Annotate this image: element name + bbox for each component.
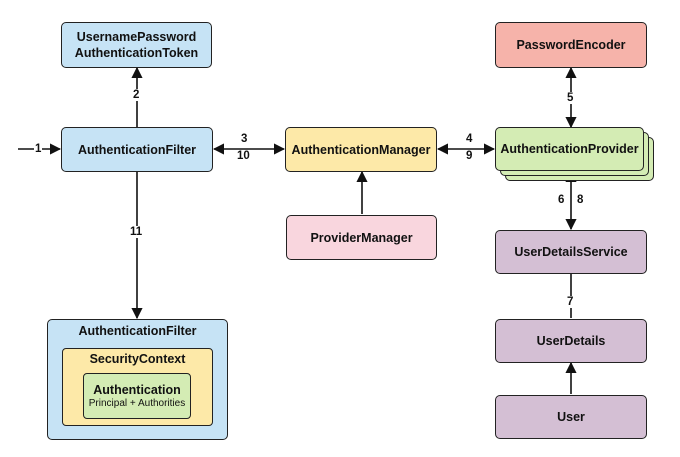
user-box: User [495, 395, 647, 439]
step-5: 5 [566, 92, 575, 104]
step-2: 2 [132, 89, 141, 101]
authentication-provider-box: AuthenticationProvider [495, 127, 644, 171]
authentication-filter-container: AuthenticationFilter SecurityContext Aut… [47, 319, 228, 440]
step-6: 6 [558, 194, 565, 206]
provider-manager-box: ProviderManager [286, 215, 437, 260]
user-details-service-label: UserDetailsService [514, 245, 628, 259]
authentication-filter-label: AuthenticationFilter [77, 142, 197, 157]
security-context-label: SecurityContext [89, 352, 186, 366]
container-title: AuthenticationFilter [78, 324, 197, 338]
step-11: 11 [129, 226, 144, 238]
step-10: 10 [237, 150, 250, 162]
authentication-filter-box: AuthenticationFilter [61, 127, 213, 172]
step-4: 4 [466, 133, 473, 145]
step-8: 8 [577, 194, 584, 206]
token-line1: UsernamePassword [76, 30, 197, 44]
token-line2: AuthenticationToken [74, 46, 199, 60]
step-3: 3 [241, 133, 248, 145]
authentication-label: Authentication [93, 383, 181, 397]
user-details-box: UserDetails [495, 319, 647, 363]
user-details-service-box: UserDetailsService [495, 230, 647, 274]
user-details-label: UserDetails [536, 334, 606, 348]
password-encoder-box: PasswordEncoder [495, 22, 647, 68]
authentication-manager-label: AuthenticationManager [291, 142, 431, 157]
user-label: User [557, 410, 585, 424]
authentication-manager-box: AuthenticationManager [285, 127, 437, 172]
step-7: 7 [566, 296, 575, 308]
password-encoder-label: PasswordEncoder [516, 38, 626, 52]
step-9: 9 [466, 150, 473, 162]
authentication-token-box: UsernamePassword AuthenticationToken [61, 22, 212, 68]
authentication-box: Authentication Principal + Authorities [83, 373, 191, 419]
security-context-box: SecurityContext Authentication Principal… [62, 348, 213, 426]
provider-manager-label: ProviderManager [310, 230, 413, 245]
authentication-provider-label: AuthenticationProvider [500, 142, 639, 156]
principal-authorities-label: Principal + Authorities [88, 398, 186, 409]
step-1: 1 [34, 143, 43, 155]
